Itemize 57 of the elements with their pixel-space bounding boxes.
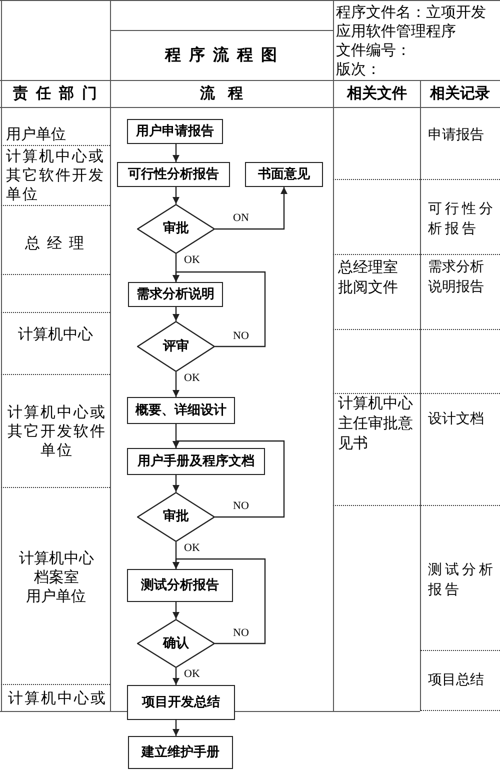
record-name: 需求分析说明报告 — [428, 258, 485, 297]
edge-label: ON — [232, 212, 250, 224]
process-box: 测试分析报告 — [127, 569, 233, 602]
arrow — [172, 558, 266, 644]
department-name: 总经理 — [25, 234, 91, 253]
edge-label: OK — [183, 542, 201, 554]
department-name: 计算机中心 — [18, 325, 93, 344]
column-header: 责任部门 — [13, 84, 105, 103]
department-name: 计算机中心或其它软件开发单位 — [6, 147, 106, 204]
record-name: 可行性分析报告 — [428, 200, 497, 239]
edge-label: OK — [183, 372, 201, 384]
document-name: 总经理室批阅文件 — [338, 257, 399, 297]
department-name: 档案室 — [34, 568, 79, 587]
column-header: 相关记录 — [430, 84, 490, 103]
column-header: 相关文件 — [347, 84, 407, 103]
document-info: 程序文件名：立项开发应用软件管理程序 — [336, 3, 487, 41]
arrow — [172, 372, 180, 397]
process-box: 可行性分析报告 — [117, 162, 230, 187]
document-name: 计算机中心主任审批意见书 — [338, 393, 414, 453]
process-box: 项目开发总结 — [127, 685, 235, 720]
department-name: 计算机中心或 — [8, 689, 107, 708]
record-name: 申请报告 — [428, 126, 484, 145]
department-name: 用户单位 — [6, 125, 66, 144]
process-box: 概要、详细设计 — [127, 397, 235, 424]
edge-label: OK — [183, 254, 201, 266]
arrow — [172, 307, 180, 321]
decision-diamond: 评审 — [137, 321, 215, 372]
column-header: 流程 — [200, 84, 256, 103]
edge-label: OK — [183, 668, 201, 680]
arrow — [215, 187, 288, 230]
arrow — [172, 602, 180, 619]
process-box: 用户申请报告 — [127, 119, 223, 144]
decision-diamond: 审批 — [137, 492, 215, 542]
document-info: 版次： — [336, 60, 381, 79]
decision-diamond: 确认 — [137, 619, 215, 668]
department-name: 用户单位 — [26, 587, 86, 606]
diagram-title: 程序流程图 — [165, 45, 285, 65]
process-box: 用户手册及程序文档 — [127, 448, 265, 475]
arrow — [172, 720, 180, 736]
department-name: 计算机中心或其它开发软件单位 — [6, 403, 108, 460]
record-name: 测试分析报告 — [428, 561, 497, 600]
edge-label: NO — [232, 626, 250, 638]
arrow — [172, 144, 180, 162]
department-name: 计算机中心 — [19, 549, 94, 568]
process-box: 建立维护手册 — [128, 736, 233, 769]
arrow — [172, 668, 180, 685]
record-name: 项目总结 — [428, 671, 484, 690]
process-box: 需求分析说明 — [128, 282, 223, 307]
edge-label: NO — [232, 500, 250, 512]
process-box: 书面意见 — [245, 162, 323, 187]
edge-label: NO — [232, 330, 250, 342]
record-name: 设计文档 — [428, 410, 484, 429]
arrow — [172, 187, 180, 204]
arrow — [172, 440, 285, 518]
decision-diamond: 审批 — [137, 204, 215, 254]
arrow — [172, 475, 180, 492]
document-info: 文件编号： — [336, 41, 411, 60]
